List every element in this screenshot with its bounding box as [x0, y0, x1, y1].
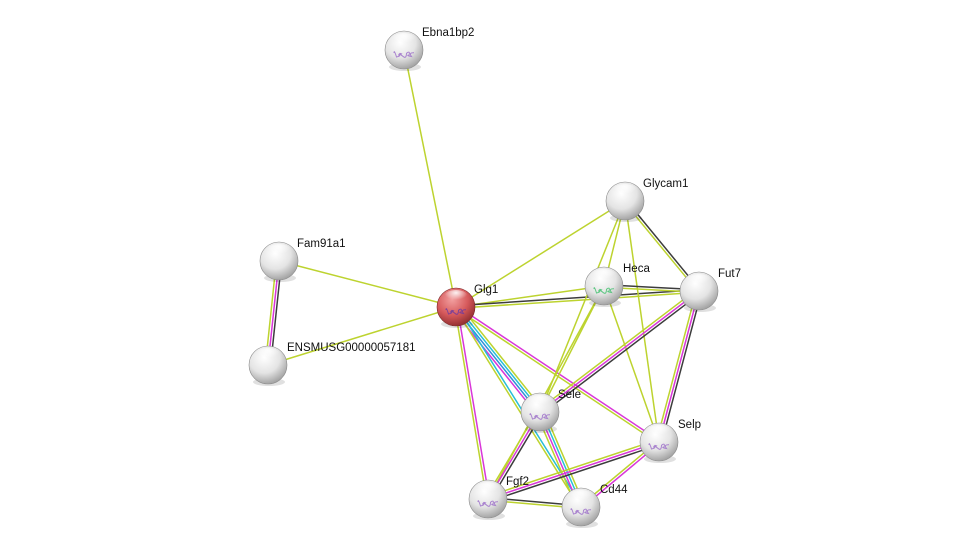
edge-evidence-textmining — [454, 307, 659, 444]
edge-Glg1-Fgf2[interactable] — [453, 306, 491, 500]
node-label: Sele — [558, 389, 581, 401]
node-label: Glg1 — [474, 284, 498, 296]
node-highlight — [613, 184, 637, 198]
edge-ENSMUSG00000057181-Glg1[interactable] — [267, 306, 457, 366]
edge-Glg1-Glycam1[interactable] — [455, 200, 626, 308]
node-highlight — [476, 482, 500, 496]
node-Glycam1[interactable]: Glycam1 — [605, 178, 688, 222]
edge-evidence-textmining — [603, 285, 660, 443]
node-highlight — [647, 425, 671, 439]
node-Cd44[interactable]: Cd44 — [561, 484, 628, 528]
edge-Ebna1bp2-Glg1[interactable] — [403, 49, 457, 308]
protein-structure-icon — [529, 413, 551, 420]
edge-evidence-textmining — [456, 291, 700, 310]
protein-structure-icon — [477, 500, 499, 507]
edge-evidence-textmining — [454, 307, 581, 509]
edge-evidence-coexpression — [455, 288, 699, 307]
edge-evidence-experiments — [539, 290, 700, 413]
node-highlight — [569, 490, 593, 504]
node-Glg1[interactable]: Glg1 — [436, 284, 498, 328]
node-label: Heca — [623, 263, 650, 275]
node-Fam91a1[interactable]: Fam91a1 — [259, 238, 346, 282]
node-highlight — [392, 33, 416, 47]
node-highlight — [687, 274, 711, 288]
edge-evidence-textmining — [267, 306, 457, 366]
edge-Fut7-Selp[interactable] — [655, 290, 703, 443]
edge-evidence-textmining — [486, 438, 659, 498]
node-Heca[interactable]: Heca — [584, 263, 650, 307]
node-highlight — [528, 395, 552, 409]
edge-evidence-textmining — [655, 290, 698, 442]
node-label: Glycam1 — [643, 178, 688, 190]
edge-evidence-coexpression — [660, 291, 703, 443]
edge-Heca-Selp[interactable] — [603, 285, 660, 443]
node-label: Cd44 — [600, 484, 628, 496]
node-label: Selp — [678, 419, 701, 431]
protein-structure-icon — [648, 443, 670, 450]
edge-Glycam1-Fut7[interactable] — [623, 199, 701, 293]
edges-layer — [264, 49, 703, 510]
node-Fgf2[interactable]: Fgf2 — [468, 476, 529, 520]
node-Selp[interactable]: Selp — [639, 419, 701, 463]
protein-structure-icon — [445, 308, 467, 315]
edge-evidence-textmining — [624, 200, 660, 443]
edge-evidence-coexpression — [625, 199, 701, 291]
edge-evidence-experiments — [658, 290, 700, 443]
edge-evidence-textmining — [278, 260, 457, 308]
edge-Glycam1-Selp[interactable] — [624, 200, 660, 443]
edge-evidence-experiments — [456, 305, 661, 442]
edge-Selp-Fgf2[interactable] — [486, 438, 661, 503]
node-Fut7[interactable]: Fut7 — [679, 268, 741, 312]
node-label: ENSMUSG00000057181 — [287, 342, 416, 354]
node-Sele[interactable]: Sele — [520, 389, 581, 433]
protein-structure-icon — [593, 287, 615, 294]
protein-structure-icon — [570, 508, 592, 515]
edge-Glg1-Selp[interactable] — [454, 305, 661, 444]
edge-evidence-textmining — [487, 285, 605, 500]
edge-Heca-Fgf2[interactable] — [487, 285, 605, 500]
node-ENSMUSG00000057181[interactable]: ENSMUSG00000057181 — [248, 342, 416, 386]
edge-evidence-experiments — [487, 441, 660, 500]
edge-evidence-experiments — [456, 306, 491, 499]
node-highlight — [592, 269, 616, 283]
edge-Glg1-Fut7[interactable] — [455, 288, 700, 310]
edge-evidence-coexpression — [541, 292, 702, 415]
edge-evidence-textmining — [458, 304, 544, 411]
node-highlight — [267, 244, 291, 258]
edge-Fut7-Sele[interactable] — [537, 288, 702, 415]
protein-structure-icon — [393, 51, 415, 58]
node-highlight — [444, 290, 468, 304]
node-Ebna1bp2[interactable]: Ebna1bp2 — [384, 27, 474, 71]
edge-evidence-coexpression — [488, 443, 661, 503]
node-label: Ebna1bp2 — [422, 27, 474, 39]
edge-evidence-textmining — [455, 200, 626, 308]
edge-evidence-textmining — [537, 288, 698, 411]
node-highlight — [256, 348, 280, 362]
edge-evidence-textmining — [623, 201, 699, 293]
edge-evidence-textmining — [453, 307, 488, 500]
node-label: Fgf2 — [506, 476, 529, 488]
node-label: Fam91a1 — [297, 238, 346, 250]
edge-evidence-cyan — [456, 305, 542, 412]
node-label: Fut7 — [718, 268, 741, 280]
edge-Fam91a1-Glg1[interactable] — [278, 260, 457, 308]
edge-evidence-textmining — [403, 49, 457, 308]
